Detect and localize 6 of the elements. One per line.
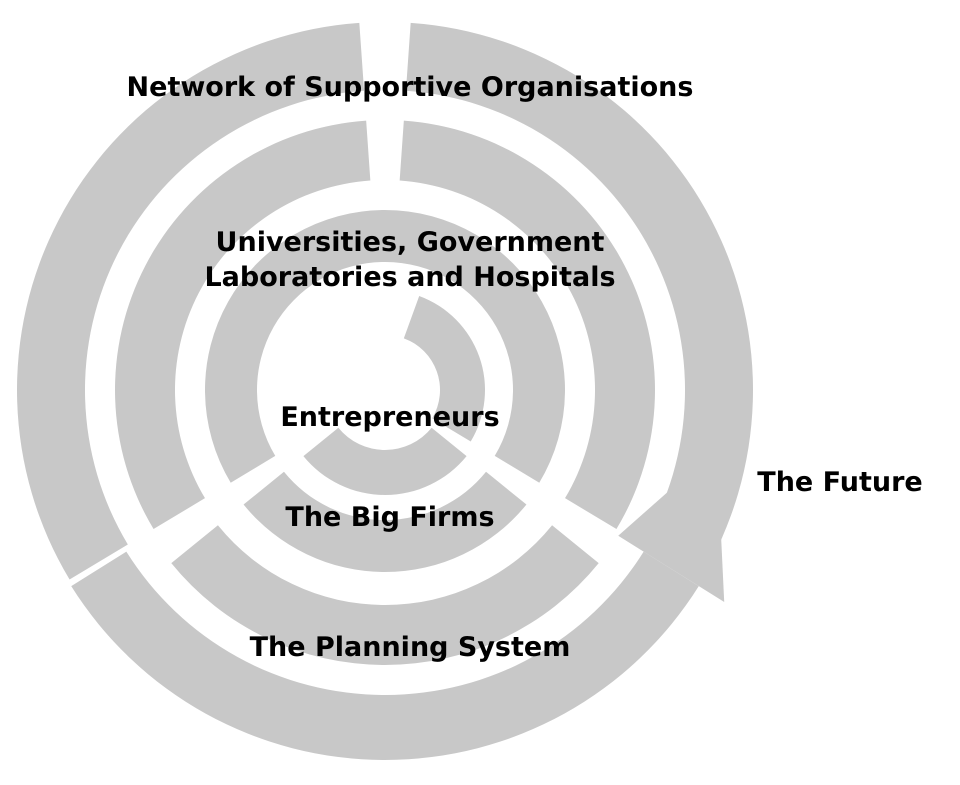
ring-label: Network of Supportive Organisations <box>126 71 694 105</box>
ring-label: Entrepreneurs <box>279 401 501 435</box>
ring-label: Universities, Government Laboratories and Hospitals <box>203 226 617 296</box>
ring-label: The Future <box>756 466 924 500</box>
ring-label: The Big Firms <box>284 501 496 535</box>
ring-label: The Planning System <box>248 631 572 665</box>
